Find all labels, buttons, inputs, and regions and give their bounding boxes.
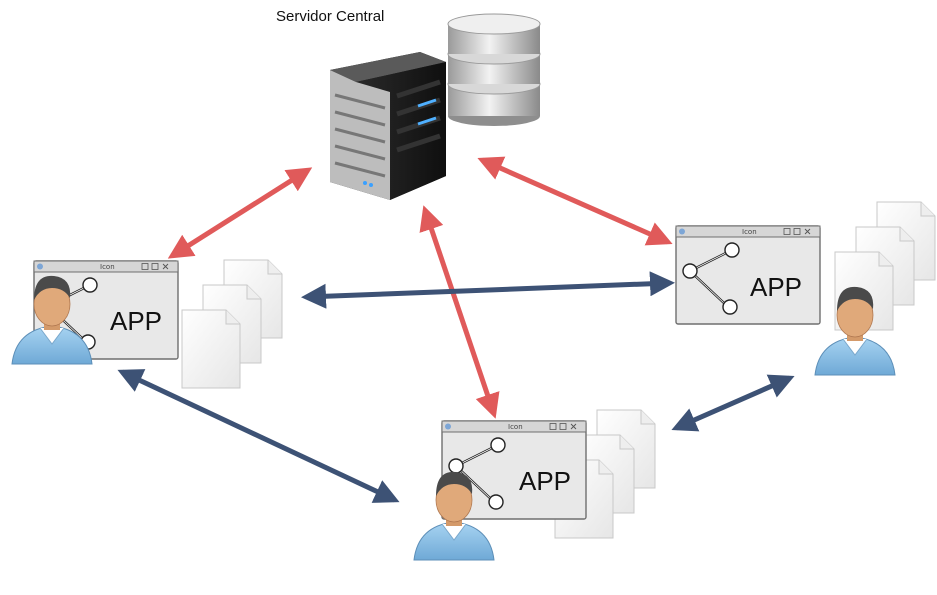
app-label: APP bbox=[110, 306, 162, 336]
app-window-right: Icon APP bbox=[674, 224, 822, 326]
app-window-left: Icon APP bbox=[32, 259, 180, 361]
database-icon bbox=[447, 13, 541, 126]
app-label: APP bbox=[519, 466, 571, 496]
document-stack-left-icon bbox=[181, 259, 283, 389]
window-title: Icon bbox=[742, 228, 757, 236]
server-label: Servidor Central bbox=[276, 8, 385, 25]
window-title: Icon bbox=[100, 263, 115, 271]
arrow-server-left bbox=[167, 167, 313, 259]
app-window-bottom: Icon APP bbox=[440, 419, 588, 521]
arrow-peer-left-bottom bbox=[117, 369, 400, 503]
arrow-peer-left-right bbox=[301, 271, 675, 309]
server-icon bbox=[330, 52, 446, 200]
arrow-peer-right-bottom bbox=[671, 374, 795, 432]
window-title: Icon bbox=[508, 423, 523, 431]
arrow-server-right bbox=[477, 156, 673, 246]
arrow-server-bottom bbox=[419, 205, 500, 419]
app-label: APP bbox=[750, 272, 802, 302]
